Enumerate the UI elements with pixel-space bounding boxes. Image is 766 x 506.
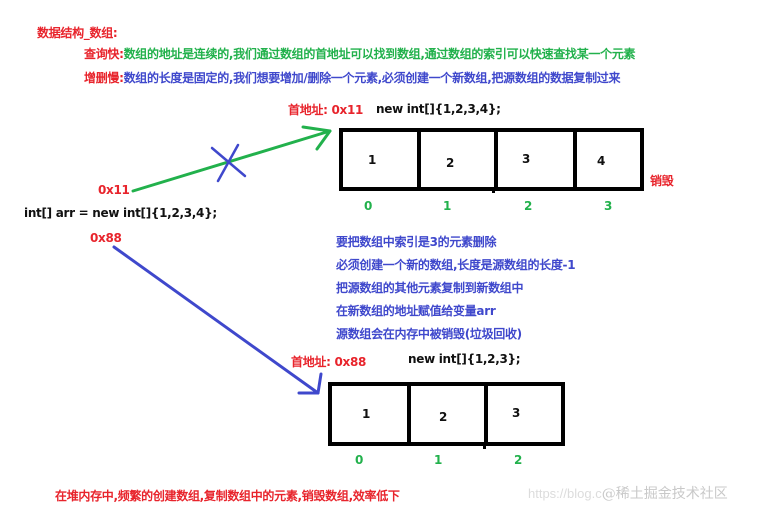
fast-query-label: 查询快: bbox=[84, 47, 124, 61]
fast-query-line: 查询快:数组的地址是连续的,我们通过数组的首地址可以找到数组,通过数组的索引可以… bbox=[84, 45, 636, 62]
original-array-cell-3: 4 bbox=[577, 132, 644, 187]
old-reference-arrow bbox=[131, 125, 332, 193]
original-index-3: 3 bbox=[604, 199, 613, 213]
original-array-cell-2: 3 bbox=[498, 132, 577, 187]
new-address-label: 0x88 bbox=[90, 231, 122, 245]
original-array-cell-0: 1 bbox=[343, 132, 421, 187]
original-index-0: 0 bbox=[364, 199, 373, 213]
step-3: 把源数组的其他元素复制到新数组中 bbox=[336, 281, 524, 295]
destroyed-label: 销毁 bbox=[650, 174, 674, 188]
new-array-code: new int[]{1,2,3}; bbox=[408, 352, 521, 366]
diagram-title: 数据结构_数组: bbox=[37, 26, 118, 40]
cell-value: 3 bbox=[512, 406, 521, 420]
old-address-label: 0x11 bbox=[98, 183, 130, 197]
original-array-code: new int[]{1,2,3,4}; bbox=[376, 102, 501, 116]
cell-value: 2 bbox=[446, 156, 455, 170]
new-array-cell-2: 3 bbox=[488, 386, 561, 442]
cell-value: 3 bbox=[522, 152, 531, 166]
step-1: 要把数组中索引是3的元素删除 bbox=[336, 235, 497, 249]
new-reference-arrow bbox=[112, 245, 323, 395]
cell-value: 4 bbox=[597, 154, 606, 168]
cell-value: 1 bbox=[362, 407, 371, 421]
step-4: 在新数组的地址赋值给变量arr bbox=[336, 304, 496, 318]
new-index-2: 2 bbox=[514, 453, 523, 467]
new-array-cell-1: 2 bbox=[411, 386, 488, 442]
original-index-1: 1 bbox=[443, 199, 452, 213]
original-array-box: 1 2 3 4 bbox=[339, 128, 644, 191]
slow-modify-text: 数组的长度是固定的,我们想要增加/删除一个元素,必须创建一个新数组,把源数组的数… bbox=[123, 71, 621, 85]
variable-declaration: int[] arr = new int[]{1,2,3,4}; bbox=[24, 206, 217, 220]
original-index-2: 2 bbox=[524, 199, 533, 213]
cell-value: 2 bbox=[439, 410, 448, 424]
watermark-url: https://blog.c bbox=[528, 486, 602, 501]
cross-icon bbox=[210, 143, 247, 183]
new-array-address: 首地址: 0x88 bbox=[291, 355, 367, 369]
watermark: https://blog.c@稀土掘金技术社区 bbox=[528, 483, 728, 503]
original-array-address: 首地址: 0x11 bbox=[288, 103, 364, 117]
conclusion-text: 在堆内存中,频繁的创建数组,复制数组中的元素,销毁数组,效率低下 bbox=[55, 489, 400, 503]
new-index-1: 1 bbox=[434, 453, 443, 467]
fast-query-text: 数组的地址是连续的,我们通过数组的首地址可以找到数组,通过数组的索引可以快速查找… bbox=[123, 47, 636, 61]
step-5: 源数组会在内存中被销毁(垃圾回收) bbox=[336, 327, 522, 341]
new-index-0: 0 bbox=[355, 453, 364, 467]
cell-divider-tick bbox=[483, 444, 486, 449]
original-array-cell-1: 2 bbox=[421, 132, 498, 187]
slow-modify-line: 增删慢:数组的长度是固定的,我们想要增加/删除一个元素,必须创建一个新数组,把源… bbox=[84, 69, 620, 86]
slow-modify-label: 增删慢: bbox=[84, 71, 124, 85]
cell-divider-tick bbox=[492, 188, 495, 193]
step-2: 必须创建一个新的数组,长度是源数组的长度-1 bbox=[336, 258, 576, 272]
cell-value: 1 bbox=[368, 153, 377, 167]
new-array-box: 1 2 3 bbox=[328, 382, 565, 446]
new-array-cell-0: 1 bbox=[332, 386, 411, 442]
watermark-text: @稀土掘金技术社区 bbox=[601, 486, 728, 502]
